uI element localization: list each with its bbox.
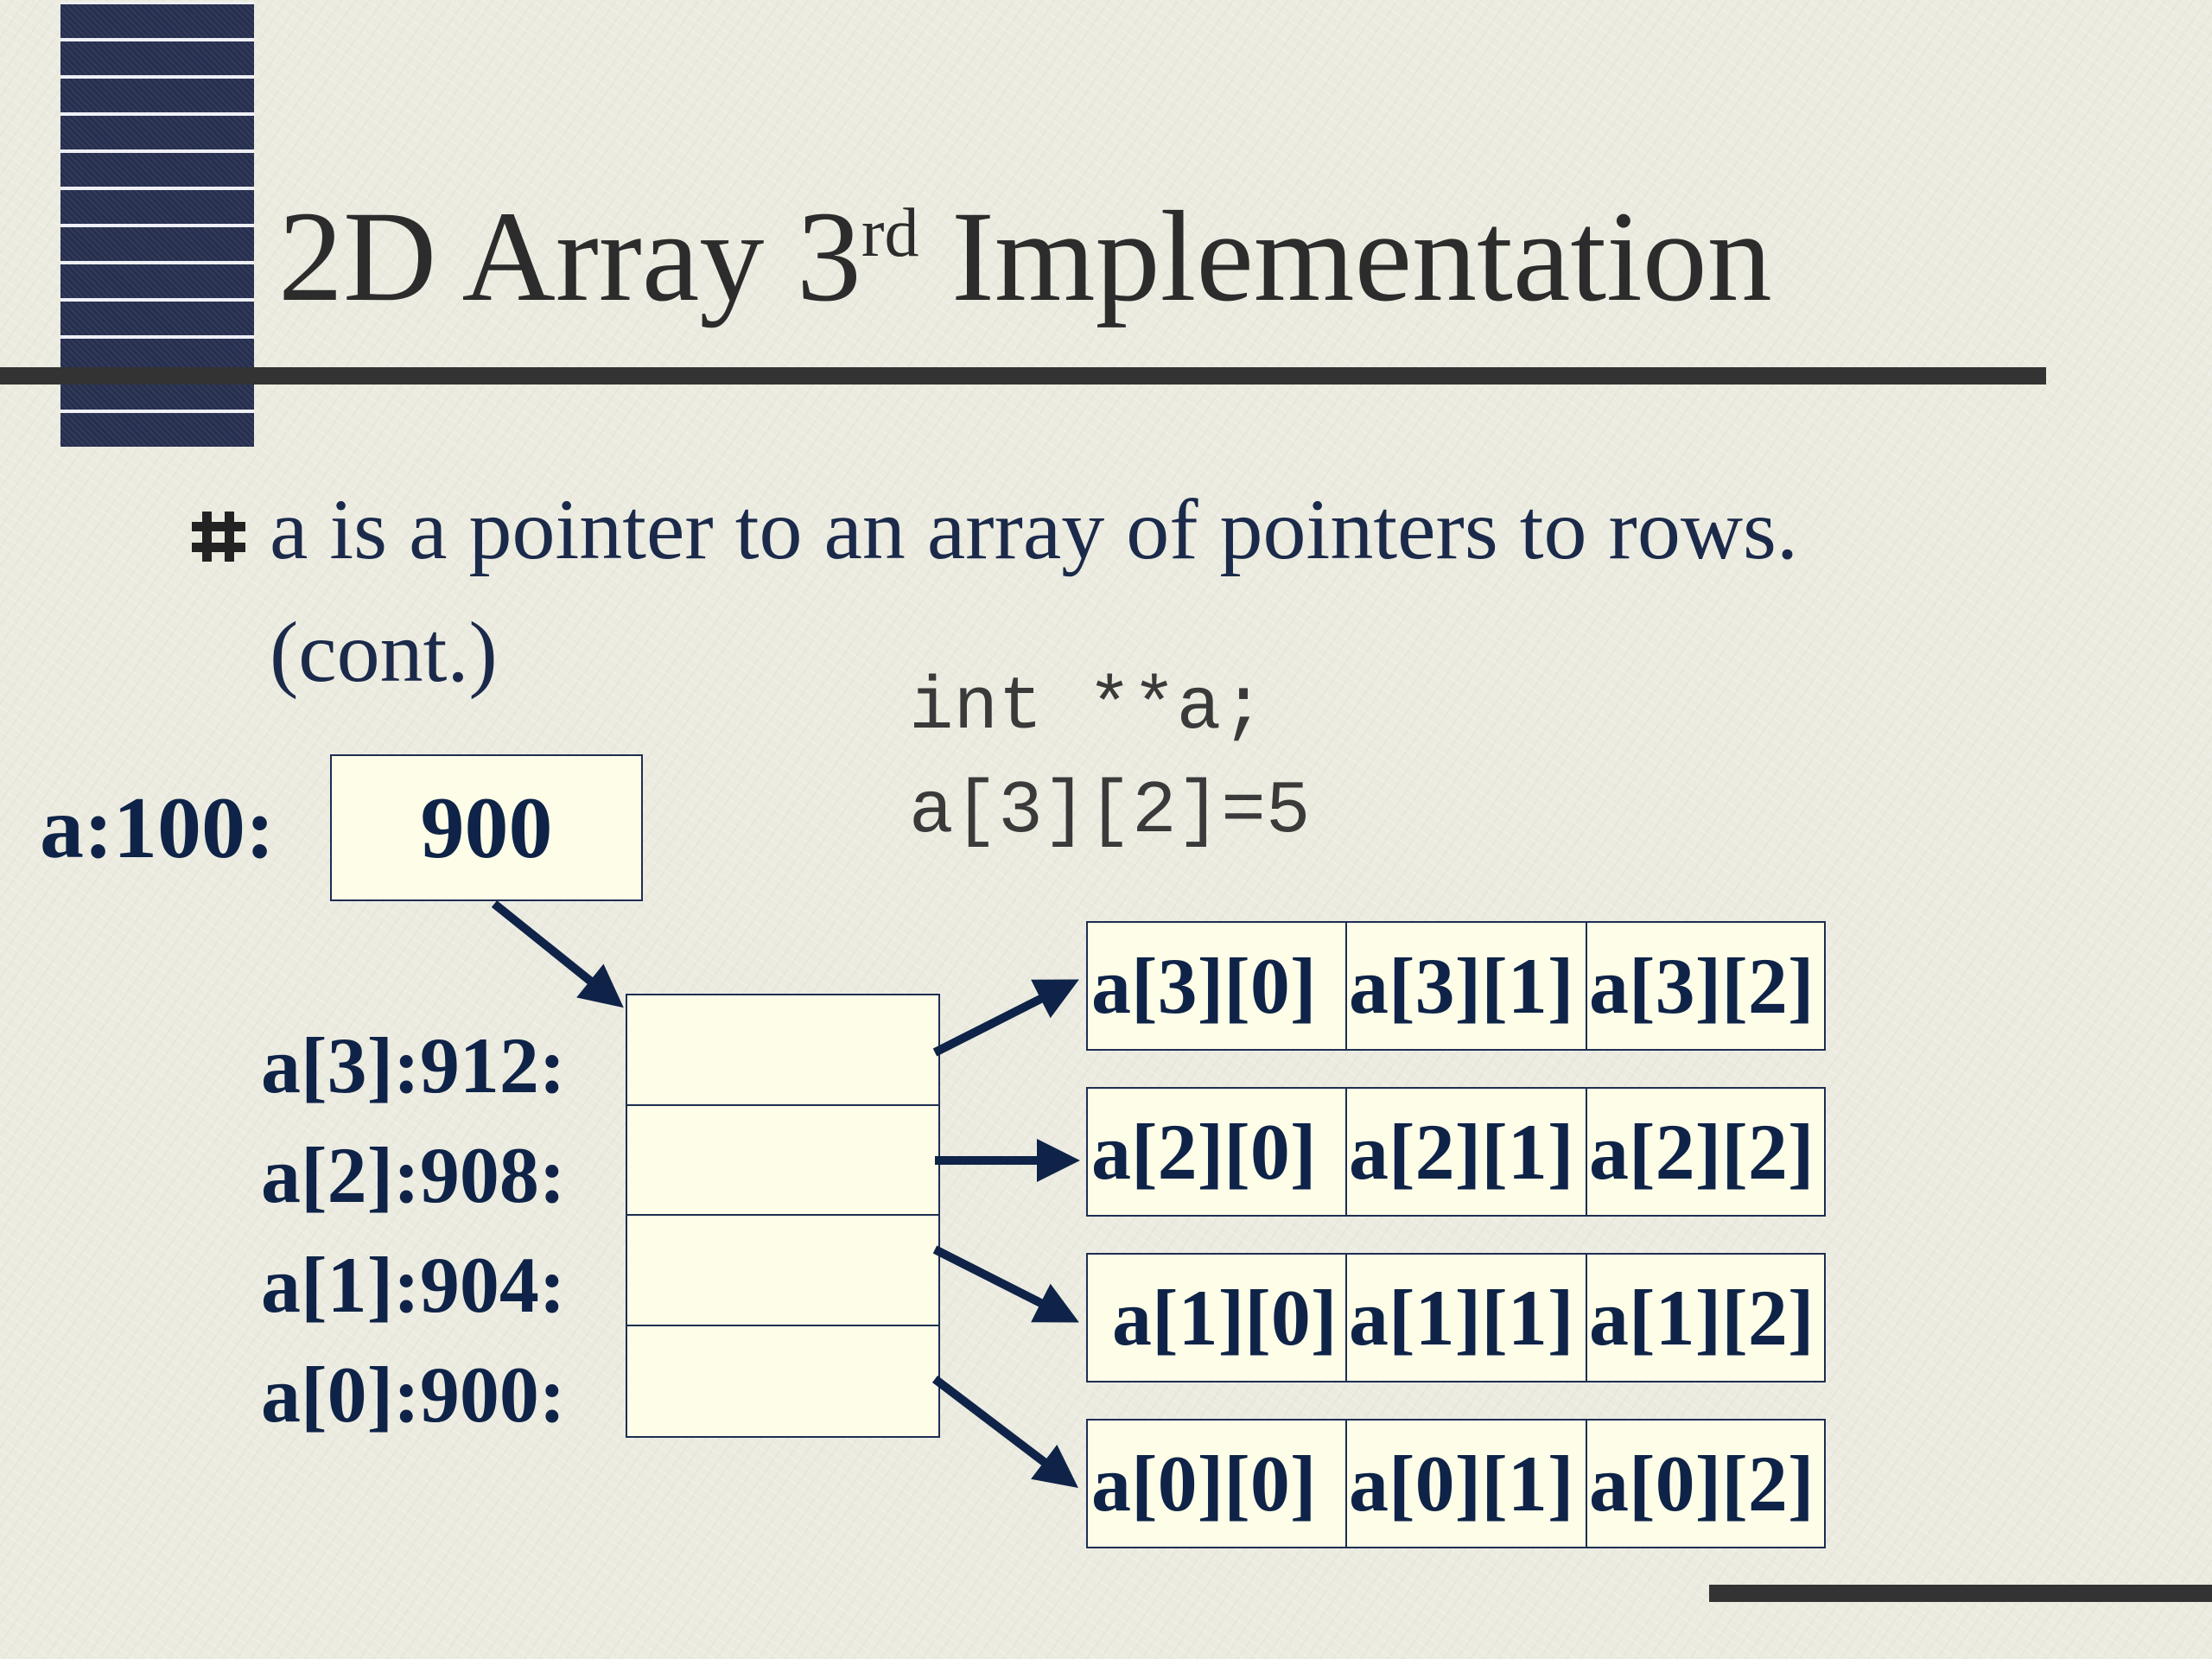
row-cell: a[2][2] — [1589, 1108, 1815, 1196]
row-cell: a[1][0] — [1088, 1255, 1347, 1381]
row-cell: a[2][1] — [1347, 1089, 1587, 1215]
pointer-a-value: 900 — [420, 779, 553, 877]
pointer-array-label-3: a[3]:912: — [261, 1021, 566, 1109]
arrow-a-to-array — [491, 900, 624, 1008]
title-main: 2D Array 3 — [278, 185, 861, 328]
pointer-a-box: 900 — [330, 754, 643, 901]
bullet-continuation: (cont.) — [270, 604, 498, 700]
pointer-array-cell-1 — [627, 1216, 938, 1326]
arrow-row-3 — [932, 979, 1079, 1057]
title-rest: Implementation — [918, 185, 1772, 328]
row-cell: a[0][0] — [1088, 1421, 1347, 1547]
code-declaration: int **a; — [909, 665, 1266, 750]
pointer-array-label-1: a[1]:904: — [261, 1241, 566, 1329]
row-cell: a[3][1] — [1347, 923, 1587, 1049]
row-cell: a[0][2] — [1589, 1440, 1815, 1528]
pointer-array-label-0: a[0]:900: — [261, 1351, 566, 1439]
row-array-0: a[0][0] a[0][1] a[0][2] — [1086, 1419, 1826, 1548]
title-rule — [0, 367, 2046, 385]
row-cell: a[3][0] — [1088, 923, 1347, 1049]
pointer-a-label: a:100: — [40, 779, 275, 877]
slide-title: 2D Array 3rd Implementation — [278, 192, 1772, 321]
pointer-array-cell-3 — [627, 995, 938, 1106]
row-cell: a[0][1] — [1347, 1421, 1587, 1547]
row-cell: a[1][1] — [1347, 1255, 1587, 1381]
hash-bullet-icon — [192, 512, 245, 562]
pointer-array-cell-2 — [627, 1106, 938, 1216]
pointer-array-label-2: a[2]:908: — [261, 1131, 566, 1219]
row-array-1: a[1][0] a[1][1] a[1][2] — [1086, 1253, 1826, 1382]
code-assignment: a[3][2]=5 — [909, 769, 1311, 854]
arrow-row-0 — [931, 1376, 1078, 1489]
row-array-3: a[3][0] a[3][1] a[3][2] — [1086, 921, 1826, 1051]
pointer-array-table — [626, 994, 940, 1438]
title-superscript: rd — [861, 195, 919, 271]
arrow-row-1 — [932, 1245, 1079, 1323]
row-cell: a[1][2] — [1589, 1274, 1815, 1362]
bottom-rule — [1709, 1585, 2212, 1602]
bullet-text: a is a pointer to an array of pointers t… — [270, 481, 1798, 577]
pointer-array-cell-0 — [627, 1326, 938, 1437]
row-cell: a[3][2] — [1589, 942, 1815, 1030]
row-array-2: a[2][0] a[2][1] a[2][2] — [1086, 1087, 1826, 1217]
row-cell: a[2][0] — [1088, 1089, 1347, 1215]
